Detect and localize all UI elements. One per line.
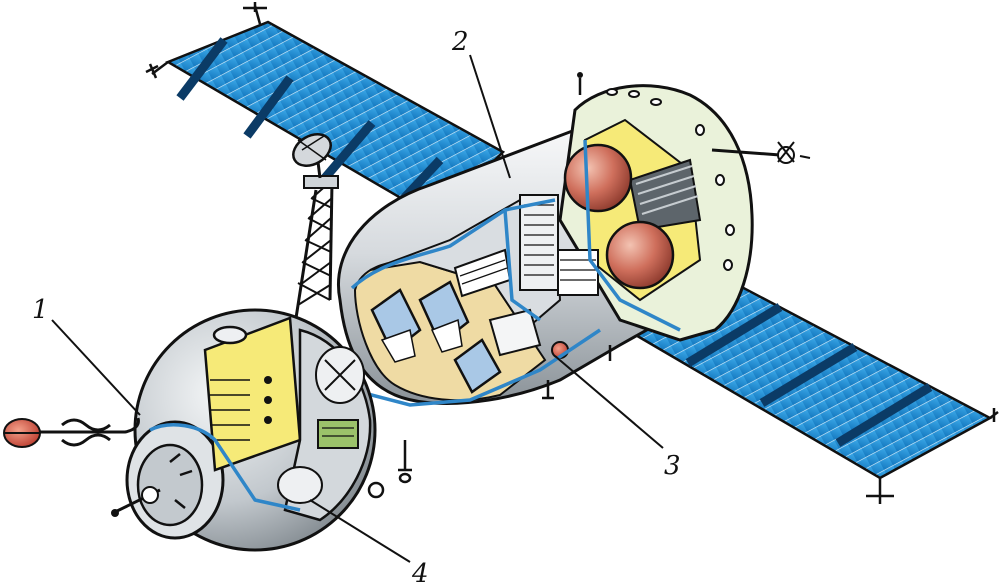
callout-label-2: 2 bbox=[451, 27, 469, 57]
panel-divider bbox=[759, 343, 858, 407]
callout-label-3: 3 bbox=[664, 451, 681, 481]
equipment-rack bbox=[519, 194, 599, 296]
panel-divider bbox=[176, 37, 228, 101]
leader-line-3 bbox=[554, 355, 664, 449]
panel-divider bbox=[835, 383, 933, 447]
propellant-tank bbox=[605, 220, 675, 290]
engine-nozzle-icon bbox=[628, 158, 702, 232]
propellant-tank bbox=[563, 143, 633, 213]
dish-antenna-icon bbox=[292, 133, 332, 179]
orbital-module bbox=[111, 308, 377, 552]
panel-divider bbox=[685, 303, 783, 367]
docking-probe-icon bbox=[111, 453, 193, 517]
callout-leaders bbox=[51, 54, 664, 563]
sensor-boom bbox=[577, 72, 811, 164]
service-module bbox=[519, 72, 811, 342]
solar-panel-upper-left bbox=[145, 2, 506, 220]
hull-struts bbox=[367, 345, 612, 499]
callout-label-4: 4 bbox=[411, 559, 429, 585]
panel-divider bbox=[243, 75, 294, 139]
leader-line-2 bbox=[469, 54, 511, 179]
beacon-antenna bbox=[3, 417, 140, 448]
crew-seats bbox=[370, 280, 502, 394]
orbital-equipment-box bbox=[317, 419, 359, 449]
coolant-pipes bbox=[350, 139, 681, 407]
panel-divider bbox=[320, 120, 376, 182]
control-panel bbox=[453, 248, 569, 359]
leader-line-1 bbox=[51, 319, 141, 416]
antenna-tower bbox=[294, 175, 339, 319]
leader-line-4 bbox=[309, 499, 411, 563]
callout-label-1: 1 bbox=[32, 295, 49, 325]
